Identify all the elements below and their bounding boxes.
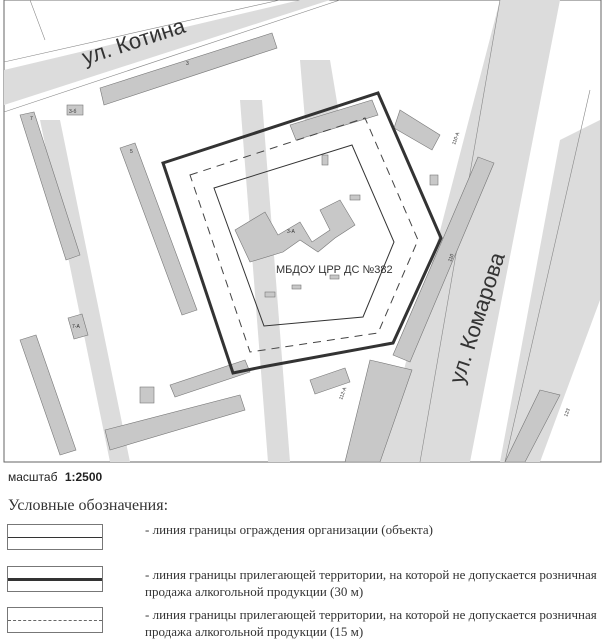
building-number: 110: [447, 253, 455, 263]
boundary-15m: [189, 117, 419, 353]
fence-boundary: [213, 144, 395, 327]
building-number: 112-А: [338, 386, 348, 401]
building-number: 7-А: [72, 324, 80, 330]
scale-label: масштаб: [8, 470, 58, 484]
legend-symbol-fence: [7, 524, 103, 550]
legend-symbol-15m: [7, 607, 103, 633]
legend-text-15m: - линия границы прилегающей территории, …: [145, 607, 597, 639]
building-number: 7: [30, 116, 33, 122]
building-number: 3-А: [287, 229, 295, 235]
building-number: 110-А: [451, 131, 461, 146]
legend-text-30m: - линия границы прилегающей территории, …: [145, 567, 597, 599]
building-number: 5: [130, 149, 133, 155]
building-number: 123: [563, 408, 572, 418]
legend-title: Условные обозначения:: [8, 497, 169, 514]
object-label: МБДОУ ЦРР ДС №382: [276, 264, 393, 276]
legend-symbol-30m: [7, 566, 103, 592]
buildings: [19, 32, 561, 463]
site-map: ул. Котина ул. Комарова МБДОУ ЦРР ДС №38…: [3, 0, 602, 463]
building-number: 3-б: [69, 109, 76, 115]
legend-text-fence: - линия границы ограждения организации (…: [145, 522, 433, 537]
scale-value: 1:2500: [64, 470, 103, 484]
boundary-30m: [161, 91, 443, 375]
building-number: 3: [186, 61, 189, 67]
map-scale: масштаб 1:2500: [8, 470, 102, 484]
